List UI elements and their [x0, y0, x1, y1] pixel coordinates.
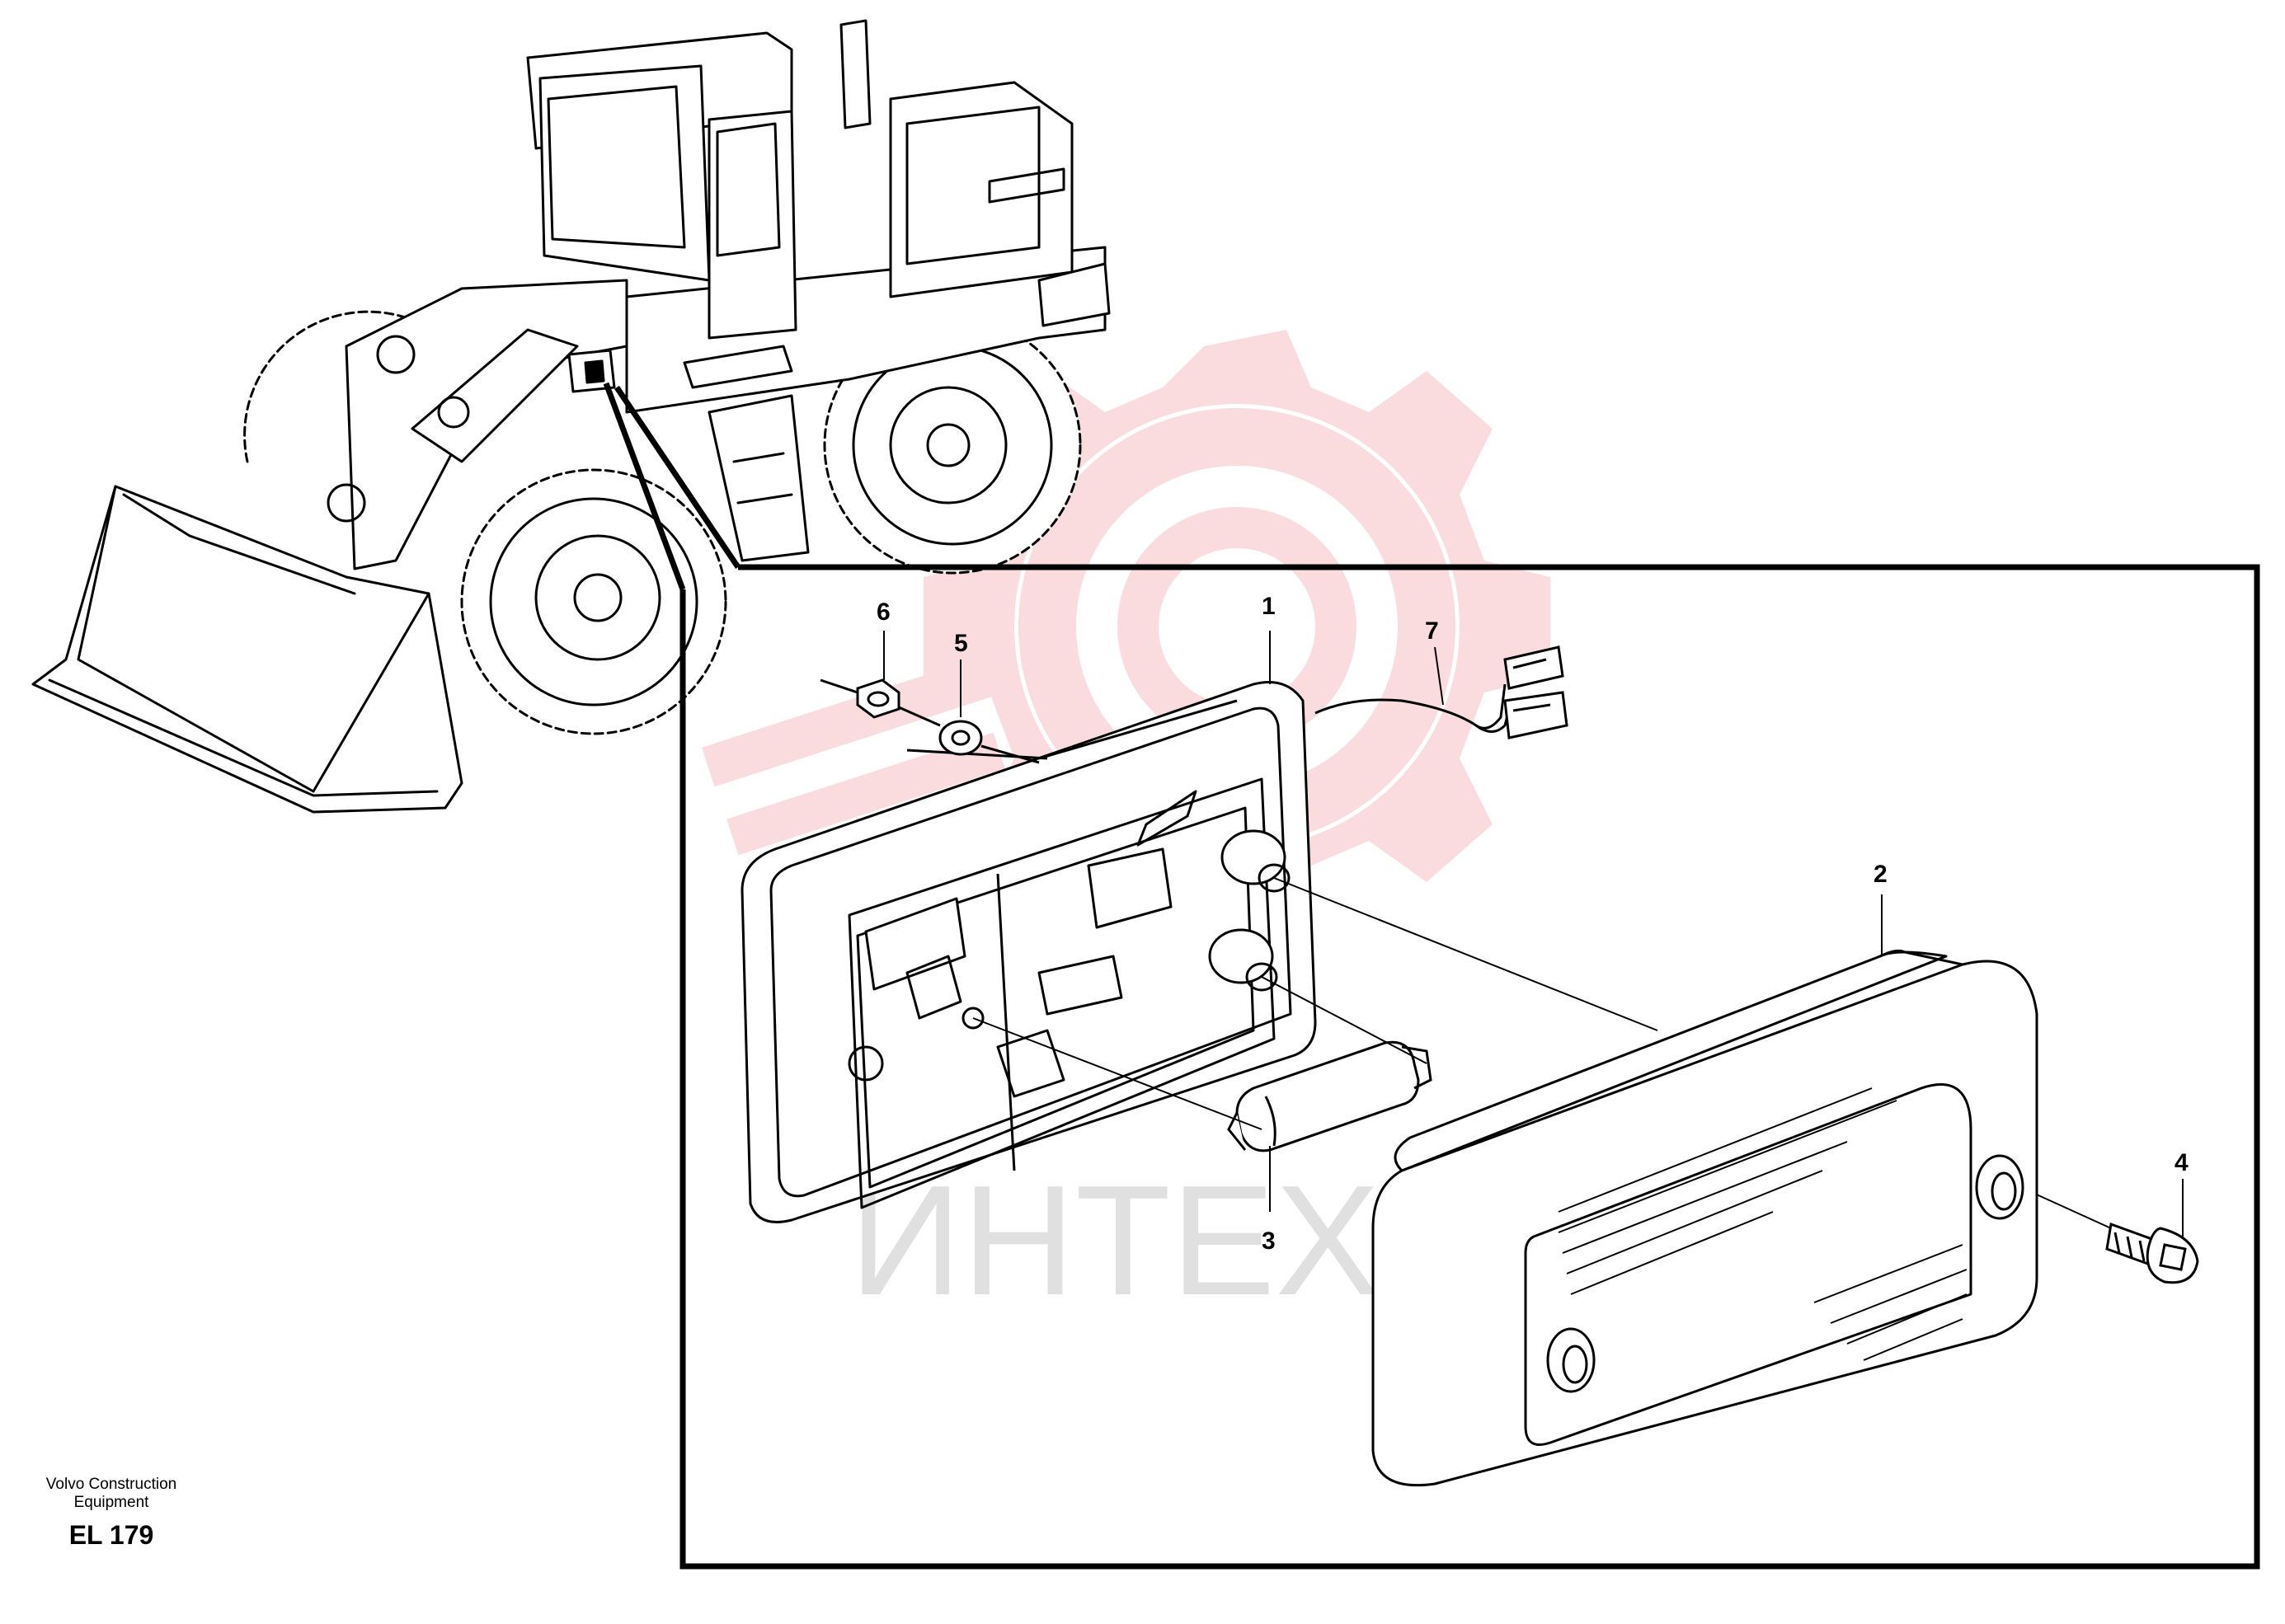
nut-and-washer	[820, 678, 1040, 764]
callout-4: 4	[2175, 1149, 2189, 1176]
lens-cover	[1371, 949, 2038, 1487]
callout-6: 6	[877, 598, 891, 626]
lamp-housing	[741, 681, 1317, 1223]
callout-5: 5	[954, 630, 968, 657]
screw	[2105, 1222, 2199, 1284]
callout-2: 2	[1874, 861, 1888, 888]
assembly-lines	[972, 877, 2112, 1229]
callout-1: 1	[1262, 593, 1276, 620]
callout-labels: 1 2 3 4 5 6 7	[877, 593, 2189, 1255]
caption-line-2: Equipment	[73, 1494, 149, 1511]
callout-7: 7	[1425, 617, 1439, 645]
detail-leader	[603, 382, 741, 591]
caption-line-1: Volvo Construction	[45, 1476, 177, 1493]
wheel-loader-illustration	[31, 19, 1111, 814]
callout-leaders	[883, 631, 2184, 1237]
wire-harness	[1314, 645, 1568, 739]
callout-3: 3	[1262, 1227, 1276, 1255]
bulb	[1227, 1040, 1432, 1152]
diagram-code: EL 179	[68, 1520, 154, 1550]
publisher-caption: Volvo Construction Equipment EL 179	[16, 1476, 206, 1550]
detail-frame	[679, 564, 2260, 1570]
watermark-text: ИНТЕХ	[849, 1153, 1380, 1328]
